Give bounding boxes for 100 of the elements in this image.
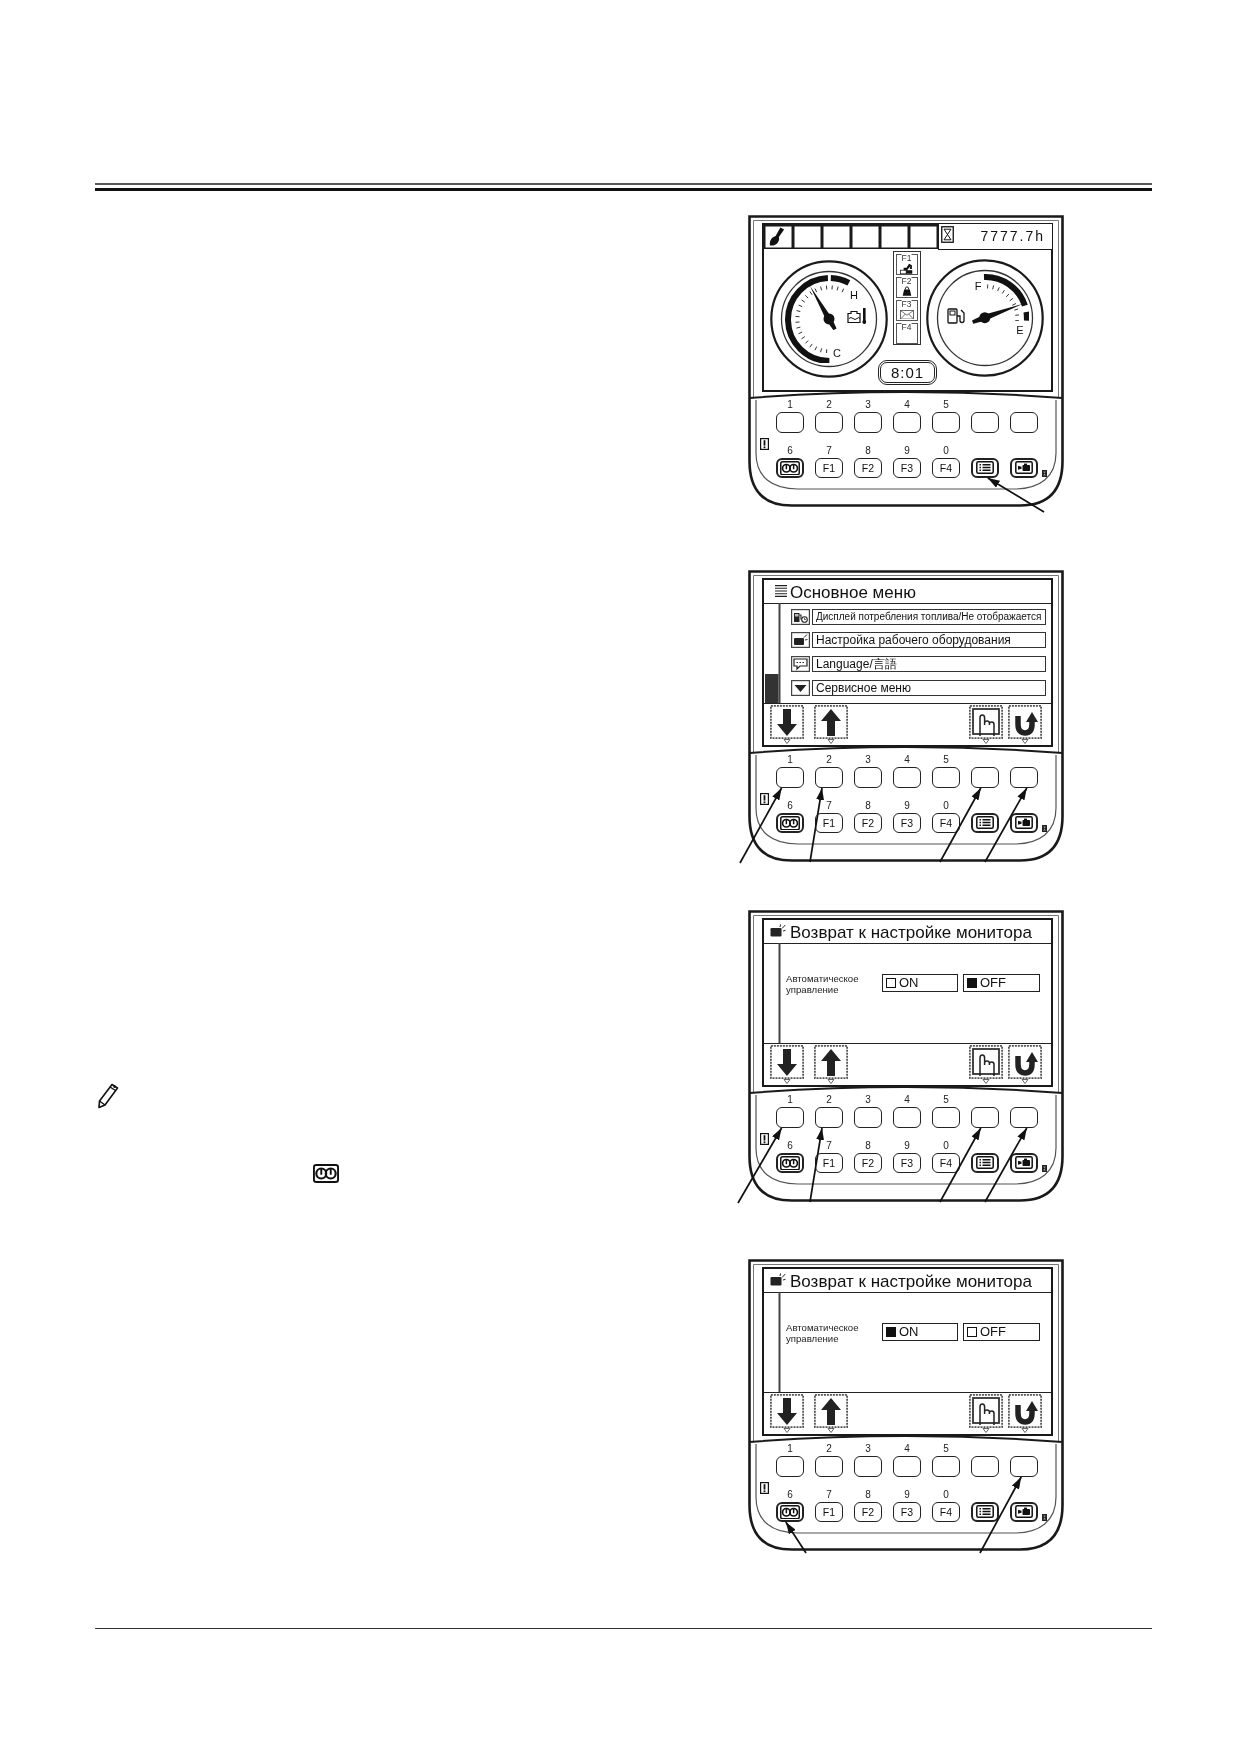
key-button: F2	[854, 1502, 882, 1522]
screen-title: Возврат к настройке монитора	[790, 1272, 1032, 1289]
monitor-bezel	[748, 910, 1064, 1202]
menu-item: Сервисное меню	[812, 680, 1046, 696]
key-number: 1	[787, 400, 793, 410]
key-number: 6	[787, 446, 793, 456]
pointer-arrow	[737, 1127, 783, 1204]
indicator-label: F1	[901, 253, 912, 262]
key-button	[776, 1456, 804, 1477]
key-button	[1010, 1107, 1038, 1128]
key-button	[1010, 1502, 1038, 1522]
key-number: 7	[826, 446, 832, 456]
key-number: 4	[904, 1095, 910, 1105]
key-number: 1	[787, 755, 793, 765]
key-button: F3	[893, 1153, 921, 1173]
key-button	[971, 1107, 999, 1128]
key-number: 2	[826, 1095, 832, 1105]
key-number: 6	[787, 1141, 793, 1151]
indicator-label: F3	[901, 299, 912, 308]
key-button: F1	[815, 1153, 843, 1173]
key-button	[776, 412, 804, 433]
pointer-arrow	[984, 787, 1028, 863]
key-number: 9	[904, 1141, 910, 1151]
menu-item: Language/言語	[812, 656, 1046, 672]
key-button	[1010, 1456, 1038, 1477]
key-button: F3	[893, 813, 921, 833]
gauge-letter: E	[1016, 324, 1024, 336]
key-button	[776, 767, 804, 788]
key-button	[815, 1107, 843, 1128]
key-button	[893, 1107, 921, 1128]
hour-meter	[938, 223, 1053, 250]
key-number: 8	[865, 1490, 871, 1500]
key-button	[893, 1456, 921, 1477]
pointer-arrow	[984, 1127, 1028, 1203]
key-button	[1010, 412, 1038, 433]
key-button: F4	[932, 1153, 960, 1173]
key-button	[854, 767, 882, 788]
key-button	[1010, 813, 1038, 833]
key-button: F1	[815, 458, 843, 478]
setting-label: Автоматическое управление	[786, 1323, 860, 1345]
key-button: F4	[932, 1502, 960, 1522]
key-number: 8	[865, 1141, 871, 1151]
key-number: 2	[826, 1444, 832, 1454]
key-number: 0	[943, 446, 949, 456]
key-button	[854, 1107, 882, 1128]
key-button	[815, 767, 843, 788]
key-number: 5	[943, 1095, 949, 1105]
key-number: 5	[943, 755, 949, 765]
fuel-gauge	[926, 259, 1044, 377]
key-button	[932, 412, 960, 433]
indicator-panel	[893, 251, 921, 345]
pointer-arrow	[739, 787, 783, 864]
key-button	[815, 412, 843, 433]
key-number: 2	[826, 400, 832, 410]
option-button: ON	[882, 974, 958, 992]
key-number: 8	[865, 446, 871, 456]
monitor-bezel	[748, 215, 1064, 507]
key-button	[776, 1107, 804, 1128]
key-button	[971, 1153, 999, 1173]
key-button	[971, 1456, 999, 1477]
setting-label: Автоматическое управление	[786, 974, 860, 996]
key-button	[854, 1456, 882, 1477]
key-button: F1	[815, 1502, 843, 1522]
pointer-arrow	[784, 1521, 807, 1554]
key-number: 5	[943, 400, 949, 410]
key-number: 9	[904, 801, 910, 811]
key-button: F1	[815, 813, 843, 833]
function-indicator	[895, 276, 918, 298]
key-button: F3	[893, 458, 921, 478]
key-button	[932, 767, 960, 788]
key-number: 0	[943, 1490, 949, 1500]
monitor-bezel	[748, 1259, 1064, 1551]
key-button: F2	[854, 1153, 882, 1173]
screen-title: Основное меню	[790, 583, 916, 600]
key-button: F4	[932, 813, 960, 833]
key-number: 7	[826, 1141, 832, 1151]
key-number: 4	[904, 400, 910, 410]
key-number: 7	[826, 1490, 832, 1500]
function-indicator	[895, 253, 918, 275]
key-button	[971, 813, 999, 833]
key-button	[932, 1107, 960, 1128]
key-button	[1010, 458, 1038, 478]
key-number: 1	[787, 1095, 793, 1105]
key-button	[893, 767, 921, 788]
key-button: F3	[893, 1502, 921, 1522]
key-number: 9	[904, 446, 910, 456]
pointer-arrow	[939, 1127, 982, 1203]
key-number: 6	[787, 801, 793, 811]
indicator-label: F2	[901, 276, 912, 285]
key-number: 0	[943, 1141, 949, 1151]
key-number: 3	[865, 755, 871, 765]
key-button	[971, 458, 999, 478]
key-number: 6	[787, 1490, 793, 1500]
key-number: 9	[904, 1490, 910, 1500]
key-number: 7	[826, 801, 832, 811]
gauge-letter: F	[974, 280, 982, 292]
display-screen	[762, 918, 1053, 1087]
pointer-arrow	[809, 1127, 825, 1203]
key-button	[893, 412, 921, 433]
monitor-bezel	[748, 570, 1064, 862]
